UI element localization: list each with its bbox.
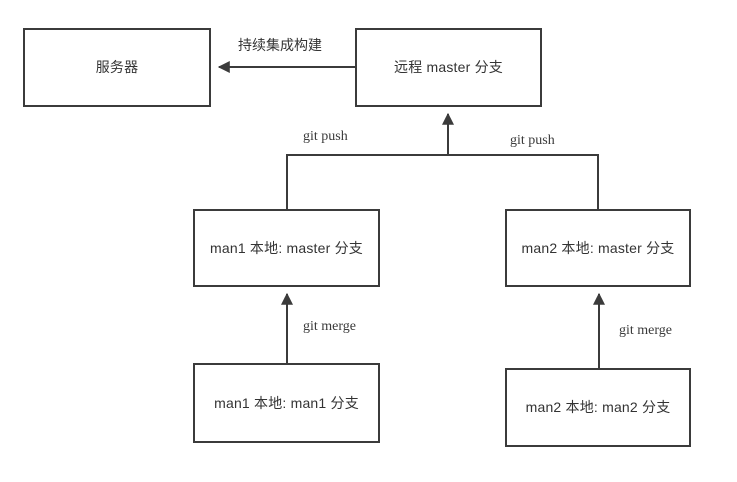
edge-label-push-right: git push <box>510 133 555 148</box>
node-server[interactable]: 服务器 <box>23 28 211 107</box>
edge-man1-push <box>286 154 448 209</box>
node-man1-master-label: man1 本地: master 分支 <box>210 239 363 256</box>
edge-label-push-left: git push <box>303 129 348 144</box>
node-man1-branch[interactable]: man1 本地: man1 分支 <box>193 363 380 443</box>
node-man1-master[interactable]: man1 本地: master 分支 <box>193 209 380 287</box>
edge-label-merge-right: git merge <box>619 323 673 338</box>
edge-man2-push <box>448 154 599 209</box>
edge-label-ci-build: 持续集成构建 <box>238 37 322 53</box>
node-remote-master[interactable]: 远程 master 分支 <box>355 28 542 107</box>
node-man2-master-label: man2 本地: master 分支 <box>521 239 675 256</box>
node-remote-master-label: 远程 master 分支 <box>394 59 503 76</box>
node-server-label: 服务器 <box>95 59 139 76</box>
node-man2-branch[interactable]: man2 本地: man2 分支 <box>505 368 691 447</box>
node-man1-branch-label: man1 本地: man1 分支 <box>214 394 359 411</box>
node-man2-master[interactable]: man2 本地: master 分支 <box>505 209 691 287</box>
node-man2-branch-label: man2 本地: man2 分支 <box>525 399 671 416</box>
edge-label-merge-left: git merge <box>303 319 357 334</box>
